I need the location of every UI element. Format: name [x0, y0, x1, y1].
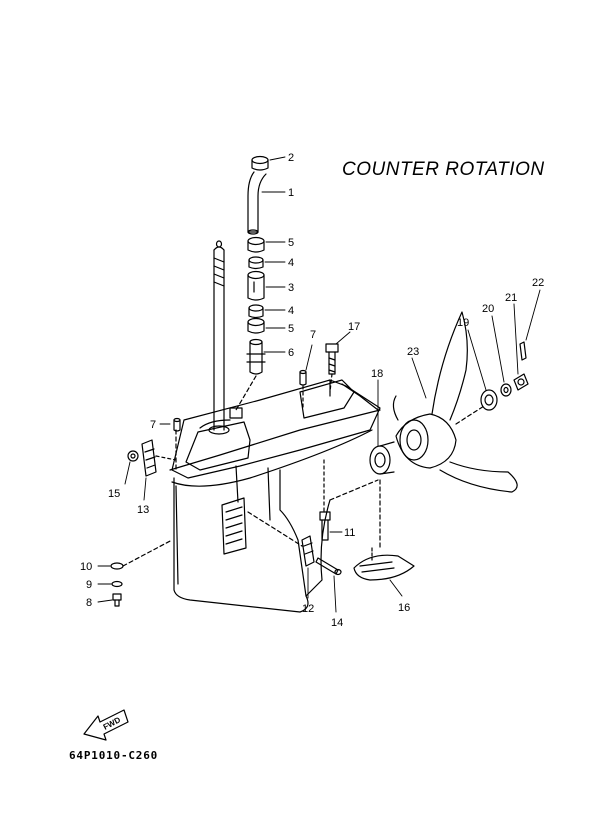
callout-22: 22 — [532, 277, 544, 289]
anode-16 — [353, 479, 415, 581]
callout-12: 12 — [302, 603, 314, 615]
callout-16: 16 — [398, 602, 410, 614]
bolt-11 — [319, 459, 331, 541]
callout-18: 18 — [371, 368, 383, 380]
callout-7: 7 — [310, 329, 316, 341]
callout-9: 9 — [86, 579, 92, 591]
leader-lines — [97, 156, 541, 613]
prop-hardware-19-22 — [455, 341, 529, 425]
anode-13-and-bolt-15 — [127, 439, 177, 477]
guide-lines — [175, 429, 379, 501]
callout-4: 4 — [288, 257, 294, 269]
water-tube-assembly — [229, 155, 269, 419]
callout-2: 2 — [288, 152, 294, 164]
callout-13: 13 — [137, 504, 149, 516]
callout-7: 7 — [150, 419, 156, 431]
callout-numbers: 2 1 5 4 3 4 5 6 7 17 7 23 18 19 20 21 22… — [80, 152, 544, 629]
propeller-23 — [392, 311, 518, 493]
callout-15: 15 — [108, 488, 120, 500]
fwd-arrow-icon — [83, 709, 129, 741]
callout-5: 5 — [288, 237, 294, 249]
callout-23: 23 — [407, 346, 419, 358]
callout-19: 19 — [457, 317, 469, 329]
lower-unit-housing — [169, 379, 381, 613]
callout-1: 1 — [288, 187, 294, 199]
callout-17: 17 — [348, 321, 360, 333]
callout-4: 4 — [288, 305, 294, 317]
callout-21: 21 — [505, 292, 517, 304]
callout-10: 10 — [80, 561, 92, 573]
drive-shaft — [208, 240, 230, 435]
fwd-label: FWD — [102, 715, 123, 732]
diagram-title: COUNTER ROTATION — [342, 159, 545, 180]
trim-tab-12-and-bolt-14 — [247, 511, 342, 576]
callout-3: 3 — [288, 282, 294, 294]
thrust-washer-18 — [369, 441, 395, 475]
callout-20: 20 — [482, 303, 494, 315]
diagram-code: 64P1010-C260 — [69, 749, 159, 762]
callout-5: 5 — [288, 323, 294, 335]
callout-11: 11 — [344, 527, 355, 539]
callout-14: 14 — [331, 617, 343, 629]
callout-6: 6 — [288, 347, 294, 359]
bolt-17 — [325, 343, 339, 393]
drain-plug-parts — [110, 539, 173, 607]
callout-8: 8 — [86, 597, 92, 609]
dowel-pins — [173, 369, 307, 432]
